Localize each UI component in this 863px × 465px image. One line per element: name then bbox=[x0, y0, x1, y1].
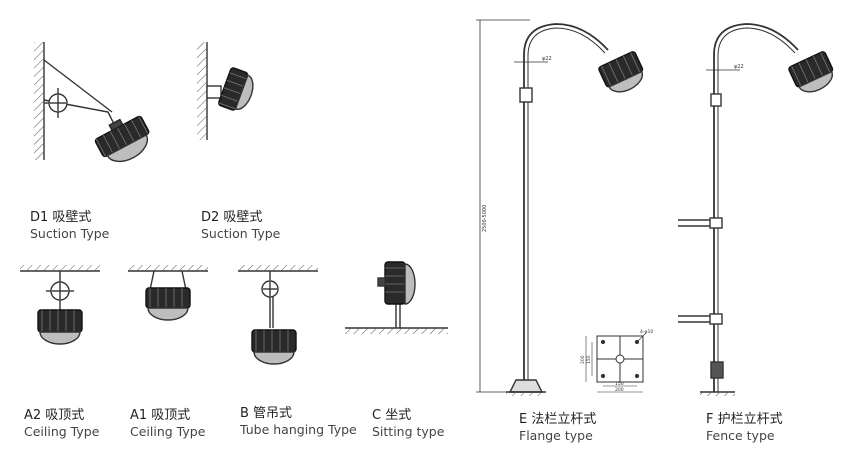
caption-a1: A1 吸顶式 Ceiling Type bbox=[130, 408, 205, 440]
a2-ceiling-drawing bbox=[20, 265, 100, 345]
caption-f-zh: F 护栏立杆式 bbox=[706, 412, 783, 427]
d1-wall-mount-drawing bbox=[34, 42, 150, 163]
caption-b: B 管吊式 Tube hanging Type bbox=[240, 406, 357, 438]
caption-b-en: Tube hanging Type bbox=[240, 422, 357, 438]
flange-inner-width-label: 150 bbox=[615, 381, 624, 387]
pipe-diameter-f: φ22 bbox=[734, 64, 744, 70]
c-sitting-drawing bbox=[345, 261, 448, 334]
caption-a1-zh: A1 吸顶式 bbox=[130, 408, 191, 423]
caption-a2: A2 吸顶式 Ceiling Type bbox=[24, 408, 99, 440]
caption-d1-en: Suction Type bbox=[30, 226, 110, 242]
flange-plate-detail: 4-φ10 150 200 150 200 bbox=[580, 329, 653, 393]
caption-c: C 坐式 Sitting type bbox=[372, 408, 444, 440]
a1-ceiling-drawing bbox=[128, 265, 208, 321]
caption-a2-zh: A2 吸顶式 bbox=[24, 408, 85, 423]
caption-e: E 法栏立杆式 Flange type bbox=[519, 412, 596, 444]
b-tube-hanging-drawing bbox=[238, 265, 318, 365]
caption-d2: D2 吸壁式 Suction Type bbox=[201, 210, 280, 242]
caption-e-zh: E 法栏立杆式 bbox=[519, 412, 597, 427]
caption-f-en: Fence type bbox=[706, 428, 775, 444]
flange-bolt-label: 4-φ10 bbox=[640, 329, 653, 335]
caption-d2-zh: D2 吸壁式 bbox=[201, 210, 263, 225]
flange-outer-width-label: 200 bbox=[615, 387, 624, 393]
d2-wall-mount-drawing bbox=[197, 42, 254, 140]
pipe-diameter-e: φ22 bbox=[542, 56, 552, 62]
caption-a1-en: Ceiling Type bbox=[130, 424, 206, 440]
caption-e-en: Flange type bbox=[519, 428, 593, 444]
caption-a2-en: Ceiling Type bbox=[24, 424, 100, 440]
flange-inner-height-label: 150 bbox=[586, 355, 592, 364]
flange-outer-height-label: 200 bbox=[580, 355, 586, 364]
f-fence-pole-drawing: φ22 bbox=[678, 23, 834, 396]
caption-d1: D1 吸壁式 Suction Type bbox=[30, 210, 109, 242]
e-flange-pole-drawing: 2500-5000 φ22 bbox=[476, 19, 644, 396]
caption-d2-en: Suction Type bbox=[201, 226, 281, 242]
caption-c-en: Sitting type bbox=[372, 424, 445, 440]
caption-c-zh: C 坐式 bbox=[372, 408, 412, 423]
caption-d1-zh: D1 吸壁式 bbox=[30, 210, 92, 225]
caption-b-zh: B 管吊式 bbox=[240, 406, 293, 421]
pole-height-label: 2500-5000 bbox=[482, 205, 488, 232]
caption-f: F 护栏立杆式 Fence type bbox=[706, 412, 783, 444]
